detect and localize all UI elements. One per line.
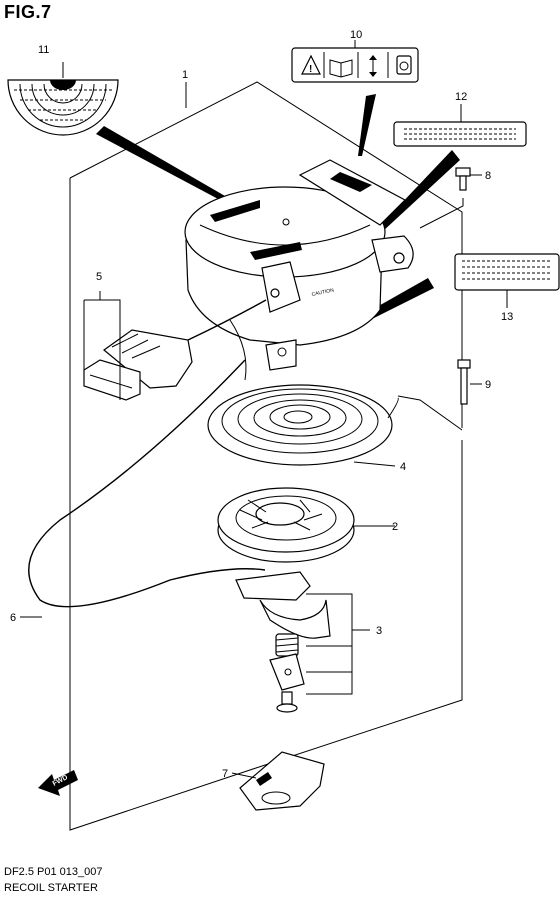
fwd-arrow-icon: FWD bbox=[38, 770, 78, 796]
starter-handle-icon bbox=[83, 291, 267, 401]
bolt-9-icon bbox=[457, 359, 482, 405]
callout-7: 7 bbox=[222, 768, 228, 780]
starter-cup-icon bbox=[231, 751, 325, 811]
callout-6: 6 bbox=[10, 612, 16, 624]
figure-caption: RECOIL STARTER bbox=[4, 882, 98, 894]
spiral-spring-icon bbox=[207, 384, 463, 467]
label-13-icon bbox=[454, 253, 560, 308]
figure-code: DF2.5 P01 013_007 bbox=[4, 866, 103, 878]
pointer-wedge bbox=[358, 94, 376, 156]
housing-marking: CAUTION bbox=[311, 287, 335, 298]
starter-rope bbox=[28, 359, 266, 608]
callout-2: 2 bbox=[392, 521, 398, 533]
pointer-wedge bbox=[378, 150, 460, 232]
figure-title: FIG.7 bbox=[4, 2, 52, 22]
callout-5: 5 bbox=[96, 271, 102, 283]
callout-10: 10 bbox=[350, 29, 362, 41]
decal-11-icon bbox=[7, 62, 119, 136]
callout-1: 1 bbox=[182, 69, 188, 81]
warning-label-10-icon: ! bbox=[291, 40, 419, 83]
callout-12: 12 bbox=[455, 91, 467, 103]
callout-11: 11 bbox=[38, 44, 49, 56]
ratchet-icon bbox=[235, 571, 370, 713]
pointer-wedge bbox=[96, 126, 225, 200]
recoil-housing-icon: CAUTION bbox=[184, 159, 414, 381]
callout-8: 8 bbox=[485, 170, 491, 182]
callout-9: 9 bbox=[485, 379, 491, 391]
svg-text:!: ! bbox=[309, 64, 312, 75]
callout-13: 13 bbox=[501, 311, 513, 323]
callout-4: 4 bbox=[400, 461, 406, 473]
assembly-outline-lower bbox=[69, 178, 463, 831]
bolt-8-icon bbox=[419, 167, 482, 229]
callout-3: 3 bbox=[376, 625, 382, 637]
label-12-icon bbox=[393, 104, 527, 147]
rope-reel-icon bbox=[217, 487, 395, 563]
